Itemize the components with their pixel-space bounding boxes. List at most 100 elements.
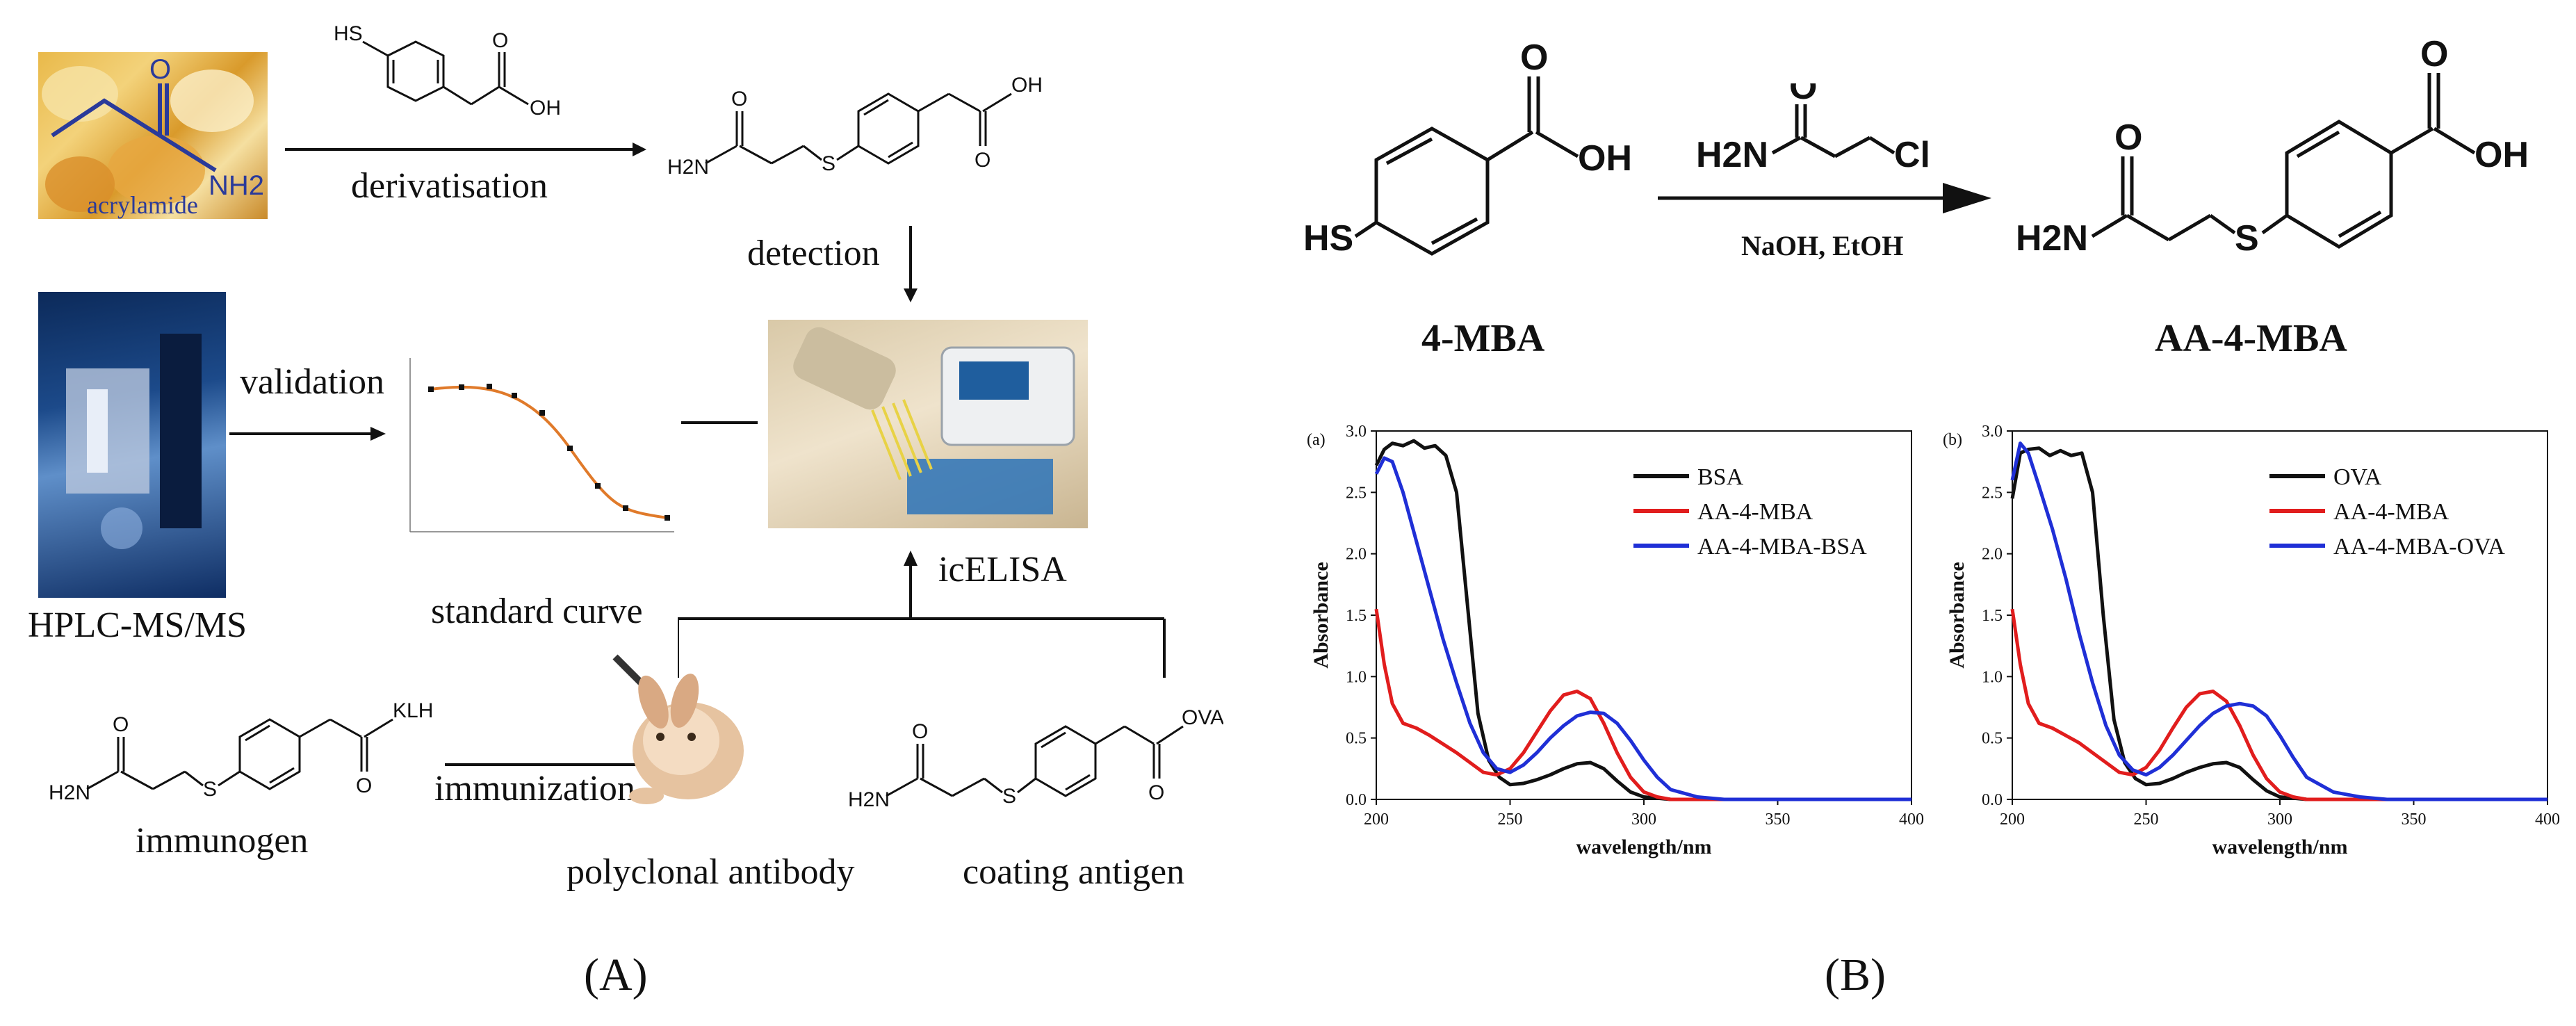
- derivatisation-label: derivatisation: [351, 166, 548, 206]
- product-aa4mba-structure: H2N O S O OH: [2016, 34, 2529, 259]
- validation-arrow: [229, 427, 386, 441]
- x-tick-label: 200: [2000, 811, 2025, 829]
- y-tick-label: 1.5: [1982, 607, 2003, 625]
- svg-text:O: O: [356, 774, 372, 797]
- svg-text:OH: OH: [1578, 138, 1632, 179]
- x-tick-label: 300: [1631, 811, 1656, 829]
- acrylamide-nh2-label: NH2: [209, 170, 264, 201]
- panel-a-caption: (A): [584, 950, 648, 1000]
- x-tick-label: 400: [1899, 811, 1924, 829]
- reactant-4mba-structure: HS O OH: [1303, 38, 1632, 259]
- y-tick-label: 3.0: [1346, 423, 1367, 441]
- svg-text:Cl: Cl: [1894, 135, 1930, 175]
- svg-text:KLH: KLH: [393, 699, 433, 722]
- svg-text:O: O: [1520, 38, 1548, 78]
- svg-text:O: O: [731, 88, 747, 111]
- y-axis-title: Absorbance: [1946, 562, 1968, 668]
- reaction-conditions: NaOH, EtOH: [1741, 230, 1904, 261]
- x-axis-title: wavelength/nm: [2212, 836, 2348, 858]
- y-tick-label: 0.0: [1346, 791, 1367, 809]
- svg-text:S: S: [203, 778, 217, 801]
- detection-arrow: [904, 226, 918, 302]
- rabbit-syringe-illustration: [612, 654, 744, 804]
- hplc-label: HPLC-MS/MS: [28, 605, 247, 645]
- svg-text:S: S: [822, 152, 835, 175]
- icelisa-label: icELISA: [938, 550, 1067, 589]
- y-tick-label: 2.5: [1346, 484, 1367, 502]
- immunization-label: immunization: [434, 769, 635, 808]
- acrylamide-o-label: O: [149, 54, 171, 85]
- y-tick-label: 2.0: [1346, 546, 1367, 564]
- series-line-bsa: [1374, 439, 1911, 801]
- acrylamide-label: acrylamide: [87, 191, 198, 219]
- svg-text:OH: OH: [1011, 74, 1043, 97]
- legend-label: AA-4-MBA-OVA: [2333, 534, 2505, 560]
- immunogen-label: immunogen: [136, 821, 309, 861]
- legend-label: BSA: [1697, 464, 1744, 490]
- detection-label: detection: [747, 234, 880, 273]
- standard-curve-label: standard curve: [431, 592, 643, 631]
- legend-label: AA-4-MBA: [2333, 499, 2449, 525]
- x-axis-title: wavelength/nm: [1576, 836, 1712, 858]
- svg-text:OH: OH: [530, 97, 561, 120]
- y-tick-label: 0.0: [1982, 791, 2003, 809]
- x-tick-label: 250: [2134, 811, 2159, 829]
- panel-label: (a): [1307, 431, 1326, 449]
- hplc-instrument-photo: [38, 292, 226, 598]
- y-axis-title: Absorbance: [1310, 562, 1332, 668]
- reactant-name: 4-MBA: [1421, 317, 1545, 360]
- svg-text:S: S: [2235, 218, 2259, 259]
- derivatised-product-structure: H2N O S O OH: [667, 74, 1043, 179]
- reaction-arrow: [1658, 183, 1991, 213]
- immunogen-structure: H2N O S O KLH: [49, 699, 433, 804]
- series-line-aa-4-mba: [2010, 608, 2548, 801]
- svg-text:O: O: [1148, 781, 1164, 804]
- legend-label: AA-4-MBA-BSA: [1697, 534, 1867, 560]
- x-tick-label: 200: [1364, 811, 1389, 829]
- legend-label: AA-4-MBA: [1697, 499, 1813, 525]
- svg-text:H2N: H2N: [848, 788, 890, 811]
- y-tick-label: 0.5: [1982, 730, 2003, 748]
- y-tick-label: 1.5: [1346, 607, 1367, 625]
- x-tick-label: 350: [1766, 811, 1791, 829]
- svg-text:OH: OH: [2475, 135, 2529, 175]
- svg-text:O: O: [1789, 83, 1817, 107]
- icelisa-bracket: [678, 551, 1166, 678]
- svg-text:O: O: [2114, 117, 2142, 158]
- standard-curve-thumbnail: [389, 351, 681, 560]
- polyclonal-antibody-label: polyclonal antibody: [566, 852, 855, 892]
- svg-text:O: O: [912, 720, 928, 743]
- reagent-chloropropanamide-structure: H2N O Cl: [1696, 83, 1930, 175]
- reagent-hs: HS: [334, 22, 363, 45]
- y-tick-label: 2.5: [1982, 484, 2003, 502]
- series-line-aa-4-mba-ova: [2010, 441, 2548, 801]
- panel-label: (b): [1943, 431, 1962, 449]
- elisa-plate-photo: [768, 320, 1088, 528]
- y-tick-label: 2.0: [1982, 546, 2003, 564]
- svg-text:H2N: H2N: [1696, 135, 1768, 175]
- derivatisation-arrow: [285, 142, 646, 156]
- svg-text:O: O: [492, 29, 508, 52]
- uv-spectrum-chart-a: (a) 200 250 300 350 400 0.0 0.5 1.0 1.5 2.0 2.5 3.0 w…: [1307, 423, 1924, 858]
- series-line-aa-4-mba: [1374, 608, 1911, 801]
- mercaptophenylacetic-acid-structure: HS O OH: [334, 22, 561, 120]
- svg-text:O: O: [2420, 34, 2448, 74]
- svg-text:O: O: [113, 713, 129, 736]
- svg-text:H2N: H2N: [667, 156, 709, 179]
- food-texture: O NH2 acrylamide: [42, 54, 264, 219]
- legend-label: OVA: [2333, 464, 2382, 490]
- y-tick-label: 1.0: [1346, 668, 1367, 686]
- coating-antigen-label: coating antigen: [963, 852, 1185, 892]
- validation-label: validation: [240, 362, 384, 402]
- series-line-aa-4-mba-bsa: [1374, 456, 1911, 801]
- x-tick-label: 300: [2267, 811, 2292, 829]
- svg-text:H2N: H2N: [49, 781, 90, 804]
- x-tick-label: 350: [2402, 811, 2427, 829]
- x-tick-label: 250: [1498, 811, 1523, 829]
- acrylamide-food-photo: O NH2 acrylamide: [38, 52, 268, 219]
- svg-text:O: O: [975, 149, 991, 172]
- y-tick-label: 0.5: [1346, 730, 1367, 748]
- svg-text:HS: HS: [1303, 218, 1353, 259]
- y-tick-label: 3.0: [1982, 423, 2003, 441]
